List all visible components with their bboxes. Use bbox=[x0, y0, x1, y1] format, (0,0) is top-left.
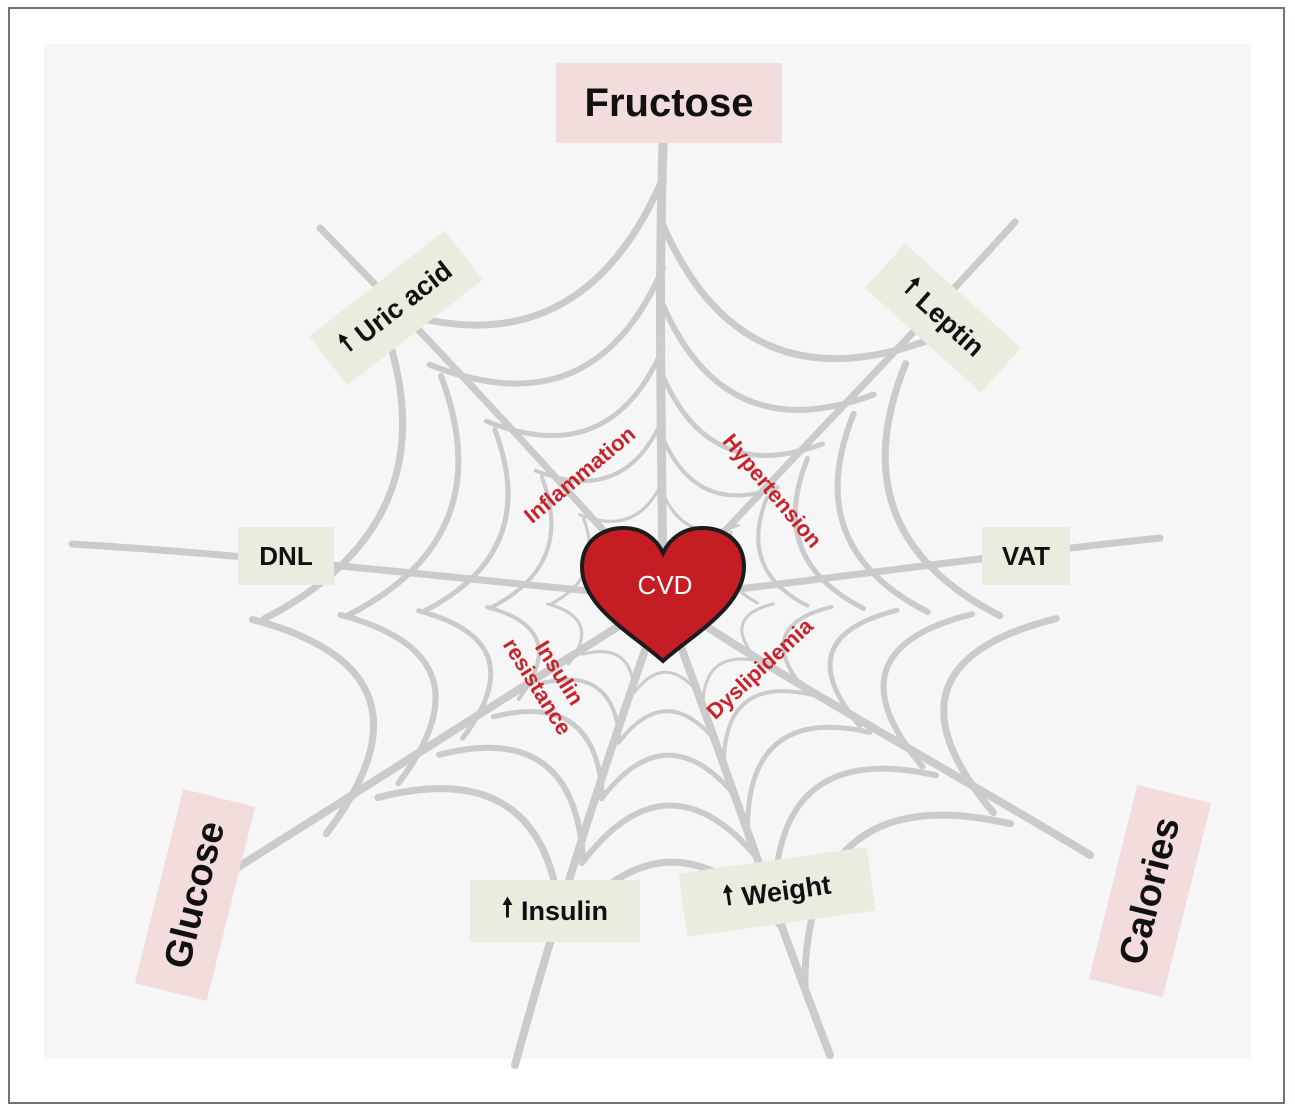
marker-insulin-label: Insulin bbox=[521, 896, 608, 927]
web-ring-segment bbox=[582, 806, 758, 863]
center-label: CVD bbox=[600, 570, 730, 601]
marker-weight-label: Weight bbox=[740, 869, 833, 912]
web-ring-segment bbox=[747, 727, 870, 830]
up-arrow-icon: 🠕 bbox=[502, 890, 513, 933]
marker-vat-label: VAT bbox=[1002, 541, 1050, 572]
web-ring-segment bbox=[944, 619, 1057, 813]
web-ring-segment bbox=[341, 615, 436, 783]
spoke bbox=[72, 544, 663, 598]
web-ring-segment bbox=[253, 620, 374, 834]
marker-vat: VAT bbox=[982, 527, 1070, 585]
marker-dnl-label: DNL bbox=[259, 541, 312, 572]
driver-fructose: Fructose bbox=[556, 63, 782, 143]
marker-dnl: DNL bbox=[238, 527, 334, 585]
driver-fructose-label: Fructose bbox=[585, 81, 754, 126]
marker-insulin: 🠕 Insulin bbox=[470, 880, 640, 942]
web-ring-segment bbox=[602, 755, 735, 799]
up-arrow-icon: 🠕 bbox=[720, 877, 737, 921]
web-ring-segment bbox=[439, 748, 583, 860]
